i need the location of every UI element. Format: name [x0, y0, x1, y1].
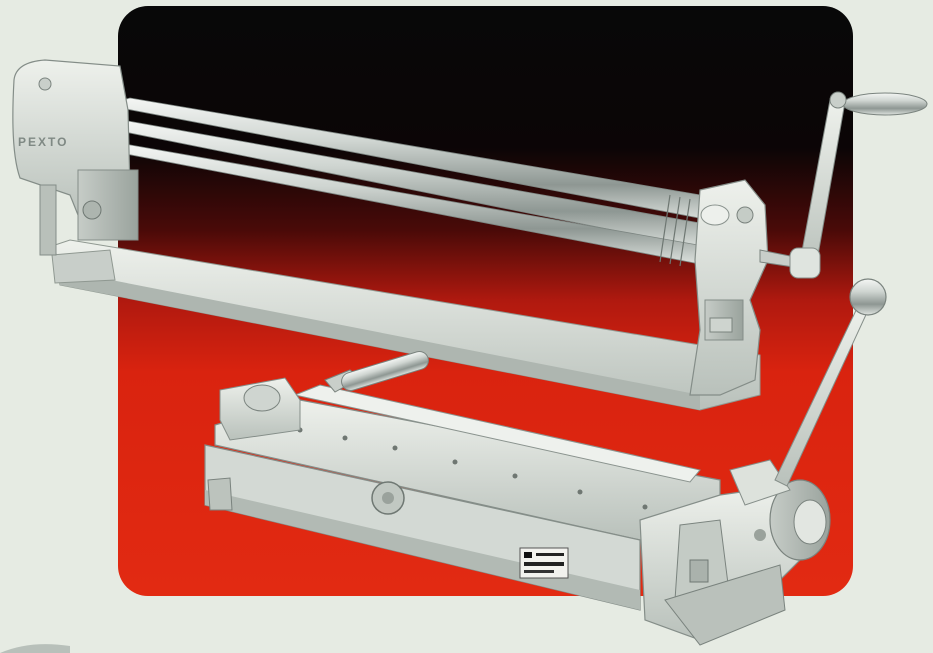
left-end-block [207, 350, 429, 511]
rollers [104, 97, 731, 267]
left-housing: PEXTO [12, 59, 139, 256]
name-plate [519, 547, 569, 579]
right-housing [689, 179, 769, 396]
crank-handle [759, 91, 928, 279]
brand-mark: PEXTO [18, 135, 68, 149]
bending-lever [774, 278, 887, 487]
right-end-assembly [639, 459, 831, 646]
slip-roll-machine: PEXTO [12, 59, 928, 411]
bending-brake-machine [204, 278, 887, 646]
